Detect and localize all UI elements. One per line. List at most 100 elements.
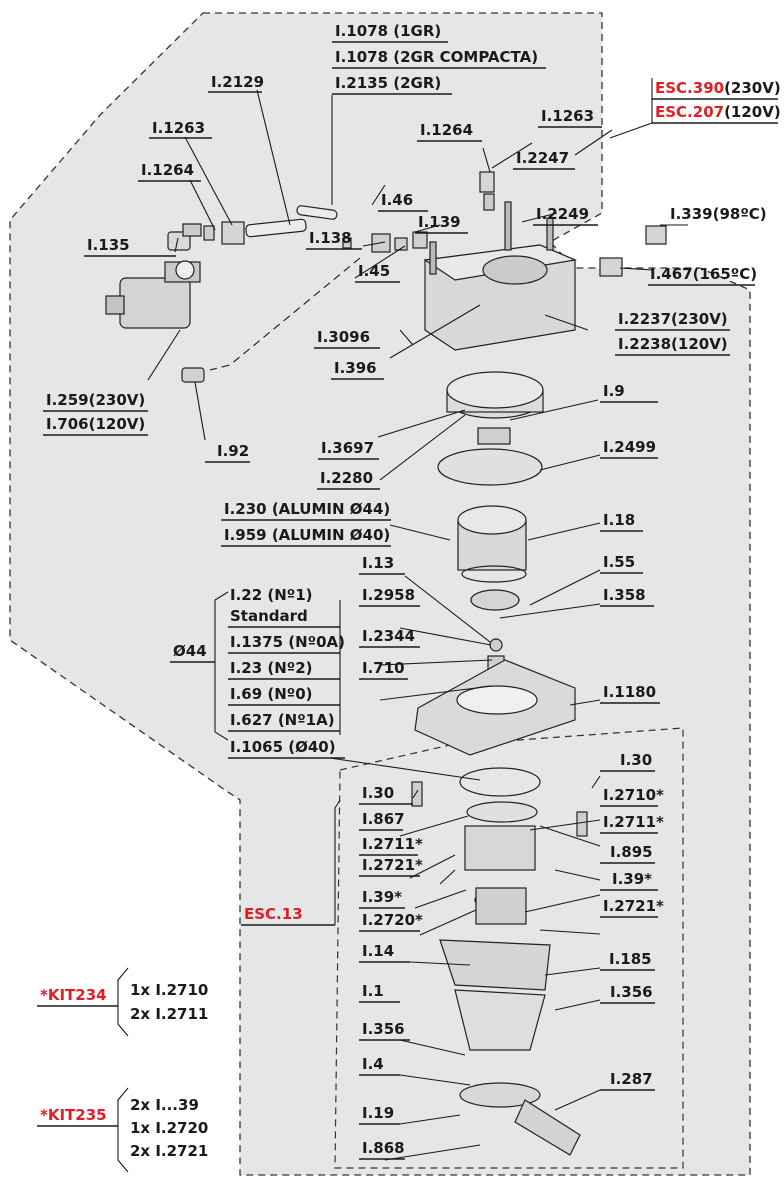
svg-text:I.259(230V): I.259(230V) <box>46 391 145 409</box>
label-i2129: I.2129 <box>208 73 264 93</box>
svg-text:I.30: I.30 <box>362 784 394 802</box>
thermostat-parts <box>599 225 667 277</box>
svg-text:I.9: I.9 <box>603 382 625 400</box>
label-i30-a: I.30 <box>600 751 655 772</box>
label-i2238: I.2238(120V) <box>615 335 730 356</box>
elbow-fitting-part <box>167 223 202 251</box>
label-i1263-b: I.1263 <box>538 107 602 128</box>
kit235-bracket <box>117 1087 129 1173</box>
label-i18: I.18 <box>600 511 643 532</box>
label-i55: I.55 <box>600 553 643 574</box>
svg-text:I.2237(230V): I.2237(230V) <box>618 310 728 328</box>
svg-text:I.18: I.18 <box>603 511 635 529</box>
label-i2720s: I.2720* <box>359 911 423 932</box>
label-i2344: I.2344 <box>359 627 420 648</box>
svg-text:I.2249: I.2249 <box>536 205 589 223</box>
svg-text:Standard: Standard <box>230 607 308 625</box>
fitting-part <box>181 367 205 383</box>
label-i868: I.868 <box>359 1139 405 1160</box>
svg-text:I.19: I.19 <box>362 1104 394 1122</box>
svg-text:I.2721*: I.2721* <box>603 897 664 915</box>
svg-text:I.3697: I.3697 <box>321 439 374 457</box>
svg-text:I.356: I.356 <box>610 983 653 1001</box>
svg-text:I.1375 (Nº0A): I.1375 (Nº0A) <box>230 633 345 651</box>
svg-text:I.30: I.30 <box>620 751 652 769</box>
kit234-bracket <box>117 967 129 1037</box>
size-bracket <box>214 591 229 741</box>
label-i1264-a: I.1264 <box>138 161 201 182</box>
label-i92: I.92 <box>205 442 250 463</box>
svg-text:I.2710*: I.2710* <box>603 786 664 804</box>
svg-text:ESC.390(230V): ESC.390(230V) <box>655 79 781 97</box>
label-i14: I.14 <box>359 942 410 963</box>
svg-text:I.2711*: I.2711* <box>362 835 423 853</box>
label-i2135: I.2135 (2GR) <box>332 74 452 95</box>
svg-text:I.14: I.14 <box>362 942 394 960</box>
svg-text:I.135: I.135 <box>87 236 130 254</box>
svg-text:I.287: I.287 <box>610 1070 653 1088</box>
svg-text:I.868: I.868 <box>362 1139 405 1157</box>
label-i3697: I.3697 <box>318 439 379 460</box>
kit234-item: 2x I.2711 <box>130 1005 208 1023</box>
label-i69: I.69 (Nº0) <box>228 685 340 706</box>
ferrule-nut-parts <box>203 171 495 253</box>
label-i1263-a: I.1263 <box>149 119 212 139</box>
label-i339: I.339(98ºC) <box>670 205 767 223</box>
label-i138: I.138 <box>306 229 362 250</box>
svg-text:I.1264: I.1264 <box>141 161 194 179</box>
label-i135: I.135 <box>84 236 176 257</box>
label-i39s-a: I.39* <box>359 888 405 909</box>
label-i1065: I.1065 (Ø40) <box>228 738 345 759</box>
svg-text:I.92: I.92 <box>217 442 249 460</box>
svg-text:I.3096: I.3096 <box>317 328 370 346</box>
label-esc207: ESC.207(120V) <box>652 103 781 124</box>
svg-text:I.2720*: I.2720* <box>362 911 423 929</box>
svg-text:I.22 (Nº1): I.22 (Nº1) <box>230 586 313 604</box>
boiler-block-part <box>423 201 578 351</box>
kit235-item: 2x I...39 <box>130 1096 199 1114</box>
svg-text:I.45: I.45 <box>358 262 390 280</box>
svg-text:I.230 (ALUMIN Ø44): I.230 (ALUMIN Ø44) <box>224 500 390 518</box>
label-i2710s: I.2710* <box>600 786 664 807</box>
svg-text:I.55: I.55 <box>603 553 635 571</box>
solenoid-valve-part <box>105 260 201 329</box>
label-d44: Ø44 <box>170 642 215 663</box>
esc390-leader <box>609 122 653 139</box>
svg-text:I.467(165ºC): I.467(165ºC) <box>650 265 757 283</box>
svg-text:I.69 (Nº0): I.69 (Nº0) <box>230 685 313 703</box>
svg-text:ESC.207(120V): ESC.207(120V) <box>655 103 781 121</box>
svg-text:I.23 (Nº2): I.23 (Nº2) <box>230 659 313 677</box>
group-region-esc13 <box>334 727 684 1169</box>
label-i2247: I.2247 <box>513 149 575 170</box>
svg-text:I.139: I.139 <box>418 213 461 231</box>
kit234: *KIT234 1x I.2710 2x I.2711 <box>37 981 208 1023</box>
label-i2237: I.2237(230V) <box>615 310 730 331</box>
svg-text:I.185: I.185 <box>609 950 652 968</box>
svg-text:I.2129: I.2129 <box>211 73 264 91</box>
label-i139: I.139 <box>415 213 468 234</box>
svg-text:I.39*: I.39* <box>612 870 652 888</box>
tube-parts <box>245 205 338 238</box>
label-i2711s-b: I.2711* <box>600 813 664 834</box>
svg-text:I.13: I.13 <box>362 554 394 572</box>
svg-text:I.1065 (Ø40): I.1065 (Ø40) <box>230 738 336 756</box>
label-i2499: I.2499 <box>600 438 658 459</box>
label-i1078-2gr: I.1078 (2GR COMPACTA) <box>332 48 546 69</box>
label-i230: I.230 (ALUMIN Ø44) <box>221 500 391 521</box>
flange-plate-part <box>414 659 576 756</box>
label-i2721s-b: I.2721* <box>600 897 664 918</box>
label-i3096: I.3096 <box>314 328 380 349</box>
label-i185: I.185 <box>600 950 655 971</box>
svg-text:ESC.13: ESC.13 <box>244 905 303 923</box>
svg-text:I.138: I.138 <box>309 229 352 247</box>
label-i259: I.259(230V) <box>43 391 148 412</box>
svg-text:I.2280: I.2280 <box>320 469 373 487</box>
svg-text:I.2499: I.2499 <box>603 438 656 456</box>
label-i2711s-a: I.2711* <box>359 835 423 856</box>
svg-text:I.710: I.710 <box>362 659 405 677</box>
label-i710: I.710 <box>359 659 408 680</box>
svg-text:I.706(120V): I.706(120V) <box>46 415 145 433</box>
label-i1078-1gr: I.1078 (1GR) <box>332 22 448 43</box>
group-head-parts <box>437 371 544 683</box>
label-i867: I.867 <box>359 810 405 831</box>
